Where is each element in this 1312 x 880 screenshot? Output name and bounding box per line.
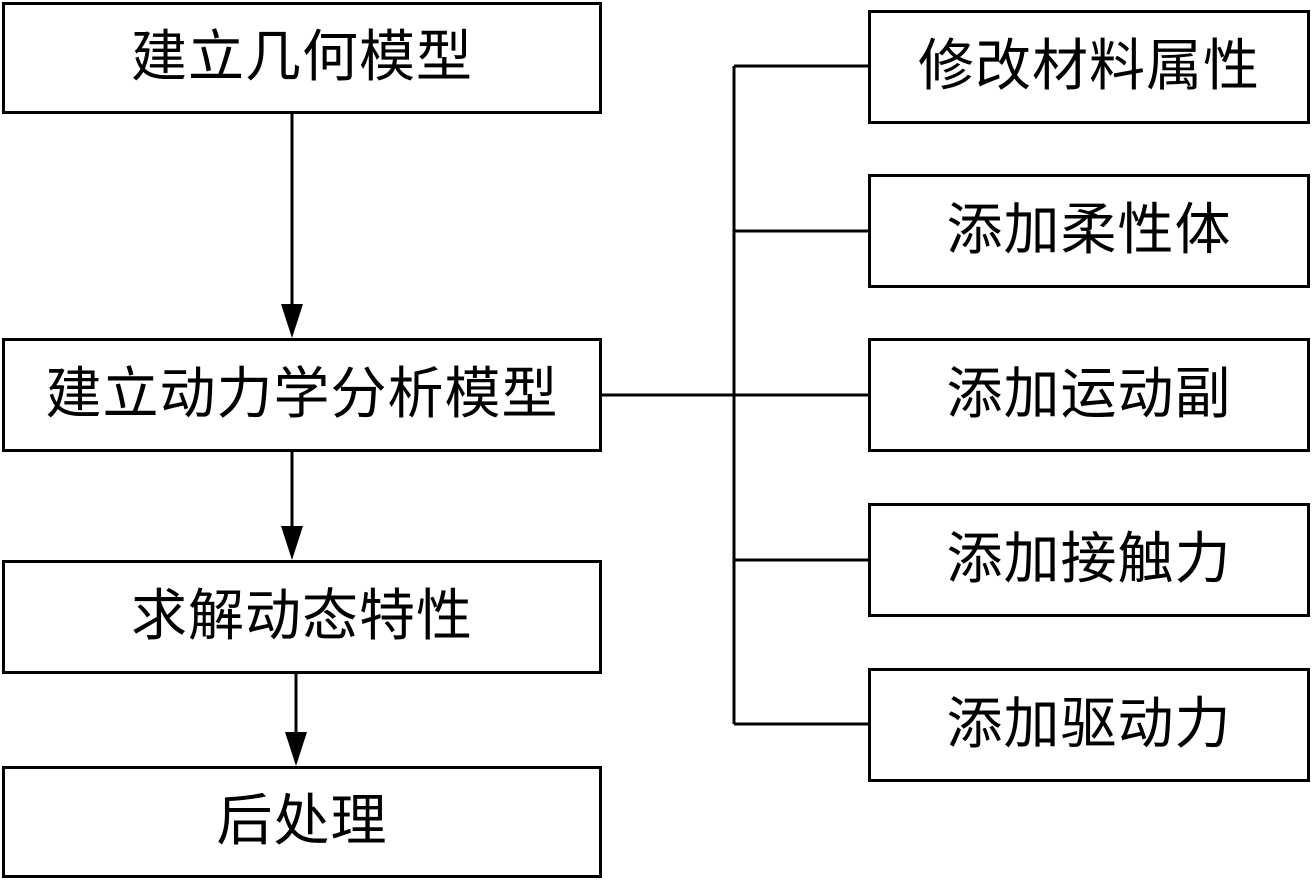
sub-step-label: 修改材料属性: [918, 34, 1260, 99]
sub-step-add-contact-force: 添加接触力: [868, 503, 1310, 617]
step-build-geometry-model: 建立几何模型: [2, 2, 602, 114]
step-label: 建立几何模型: [131, 25, 473, 90]
sub-step-label: 添加驱动力: [946, 692, 1232, 757]
step-label: 建立动力学分析模型: [45, 362, 559, 427]
step-label: 后处理: [216, 789, 388, 854]
sub-step-label: 添加运动副: [946, 362, 1232, 427]
sub-step-add-flexible-body: 添加柔性体: [868, 174, 1310, 288]
sub-step-add-joint: 添加运动副: [868, 338, 1310, 452]
flow-arrow-2: [281, 450, 303, 560]
sub-step-label: 添加柔性体: [946, 198, 1232, 263]
flow-arrow-1: [281, 112, 303, 338]
step-solve-dynamic-characteristics: 求解动态特性: [2, 560, 602, 674]
step-label: 求解动态特性: [131, 584, 473, 649]
sub-step-label: 添加接触力: [946, 527, 1232, 592]
sub-step-modify-material: 修改材料属性: [868, 10, 1310, 124]
flow-arrow-3: [285, 672, 307, 766]
step-post-processing: 后处理: [2, 766, 602, 878]
step-build-dynamics-model: 建立动力学分析模型: [2, 338, 602, 452]
sub-step-add-driving-force: 添加驱动力: [868, 668, 1310, 782]
